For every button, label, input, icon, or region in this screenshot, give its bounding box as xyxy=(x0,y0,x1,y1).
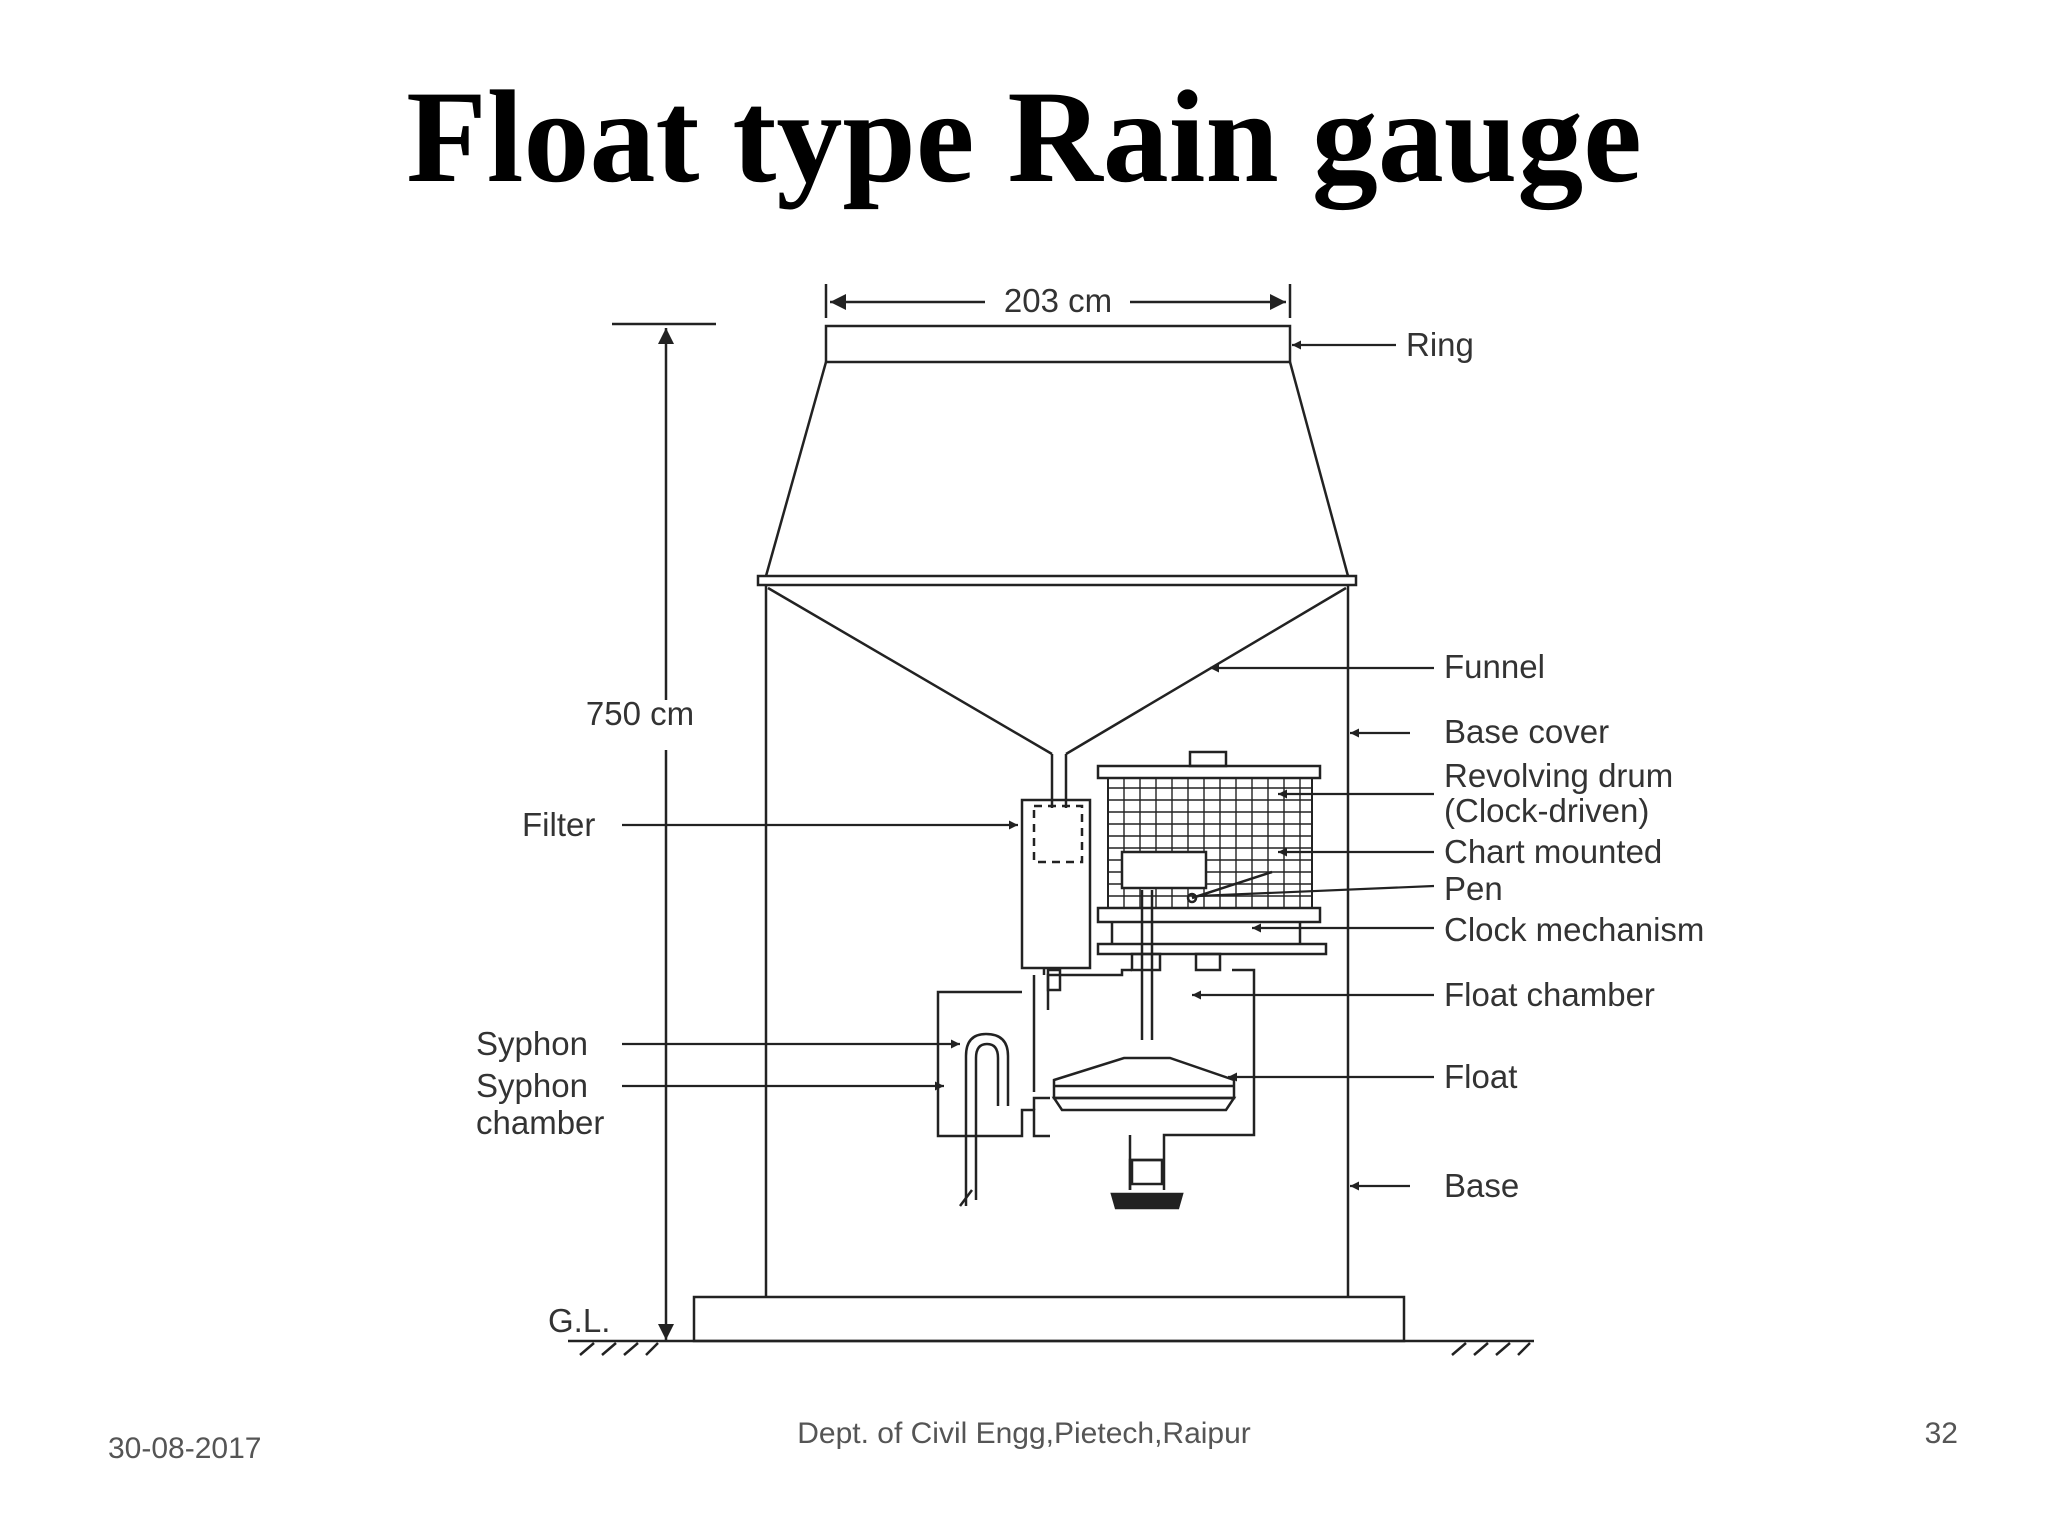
pen xyxy=(1120,850,1273,904)
float xyxy=(1051,1056,1237,1112)
outlet xyxy=(1110,1158,1184,1210)
ground-level-label: G.L. xyxy=(548,1302,610,1339)
syphon xyxy=(959,1032,1010,1207)
rim xyxy=(756,574,1358,587)
syphon-chamber-label: Syphon xyxy=(476,1067,588,1104)
height-dimension-label: 750 cm xyxy=(586,695,694,732)
height-dimension xyxy=(612,322,716,1340)
filter-label: Filter xyxy=(522,806,595,843)
ring xyxy=(824,324,1292,364)
footer-date: 30-08-2017 xyxy=(108,1432,262,1465)
revolving-drum-label: Revolving drum xyxy=(1444,757,1673,794)
footer-page-number: 32 xyxy=(1924,1417,1958,1450)
base-plinth xyxy=(692,1295,1406,1343)
slide-title: Float type Rain gauge xyxy=(406,63,1642,210)
pen-label: Pen xyxy=(1444,870,1503,907)
syphon-label: Syphon xyxy=(476,1025,588,1062)
filter xyxy=(1032,804,1084,864)
ring-label: Ring xyxy=(1406,326,1474,363)
float-chamber xyxy=(1032,968,1256,1190)
ground-line xyxy=(568,1339,1534,1356)
clock-mechanism-label: Clock mechanism xyxy=(1444,911,1704,948)
revolving-drum-sublabel: (Clock-driven) xyxy=(1444,792,1649,829)
filter-box xyxy=(1020,798,1092,970)
float-label: Float xyxy=(1444,1058,1517,1095)
width-dimension xyxy=(824,284,1292,318)
clock-mechanism xyxy=(1096,922,1328,972)
funnel-label: Funnel xyxy=(1444,648,1545,685)
funnel xyxy=(767,586,1347,808)
chart-mounted-label: Chart mounted xyxy=(1444,833,1662,870)
base-label: Base xyxy=(1444,1167,1519,1204)
footer-department: Dept. of Civil Engg,Pietech,Raipur xyxy=(797,1417,1251,1450)
width-dimension-label: 203 cm xyxy=(1004,282,1112,319)
syphon-chamber xyxy=(936,975,1050,1138)
pen-leader xyxy=(1197,884,1435,898)
float-chamber-label: Float chamber xyxy=(1444,976,1655,1013)
base-cover-label: Base cover xyxy=(1444,713,1609,750)
syphon-chamber-sublabel: chamber xyxy=(476,1104,604,1141)
